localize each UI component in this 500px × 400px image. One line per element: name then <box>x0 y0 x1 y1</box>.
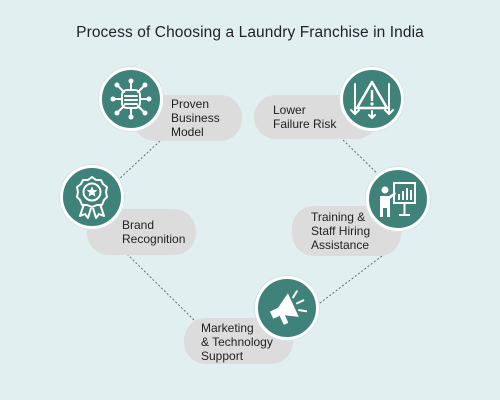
step-marketing-technology-label: Marketing & Technology Support <box>184 318 293 364</box>
label-line: Assistance <box>311 238 370 252</box>
label-line: & Technology <box>201 335 273 349</box>
label-line: Support <box>201 349 244 363</box>
label-line: Marketing <box>201 321 254 335</box>
label-line: Proven <box>171 97 210 111</box>
label-line: Failure Risk <box>273 117 337 131</box>
presentation-trainer-icon <box>366 167 430 231</box>
step-training-staff-hiring-label: Training & Staff Hiring Assistance <box>292 206 401 256</box>
label-line: Staff Hiring <box>311 224 371 238</box>
diagram-title: Process of Choosing a Laundry Franchise … <box>76 24 424 41</box>
label-line: Model <box>171 125 204 139</box>
label-line: Business <box>171 111 220 125</box>
label-line: Training & <box>311 210 366 224</box>
connector-proven-brand <box>117 140 161 181</box>
label-line: Recognition <box>122 232 186 246</box>
connector-risk-training <box>342 139 383 179</box>
label-line: Lower <box>273 103 306 117</box>
award-medal-icon <box>60 165 124 229</box>
connector-brand-marketing <box>126 253 196 322</box>
connector-training-marketing <box>311 255 383 310</box>
megaphone-icon <box>255 276 319 340</box>
label-line: Brand <box>122 218 155 232</box>
risk-warning-icon <box>340 67 404 131</box>
network-hub-icon <box>99 67 163 131</box>
